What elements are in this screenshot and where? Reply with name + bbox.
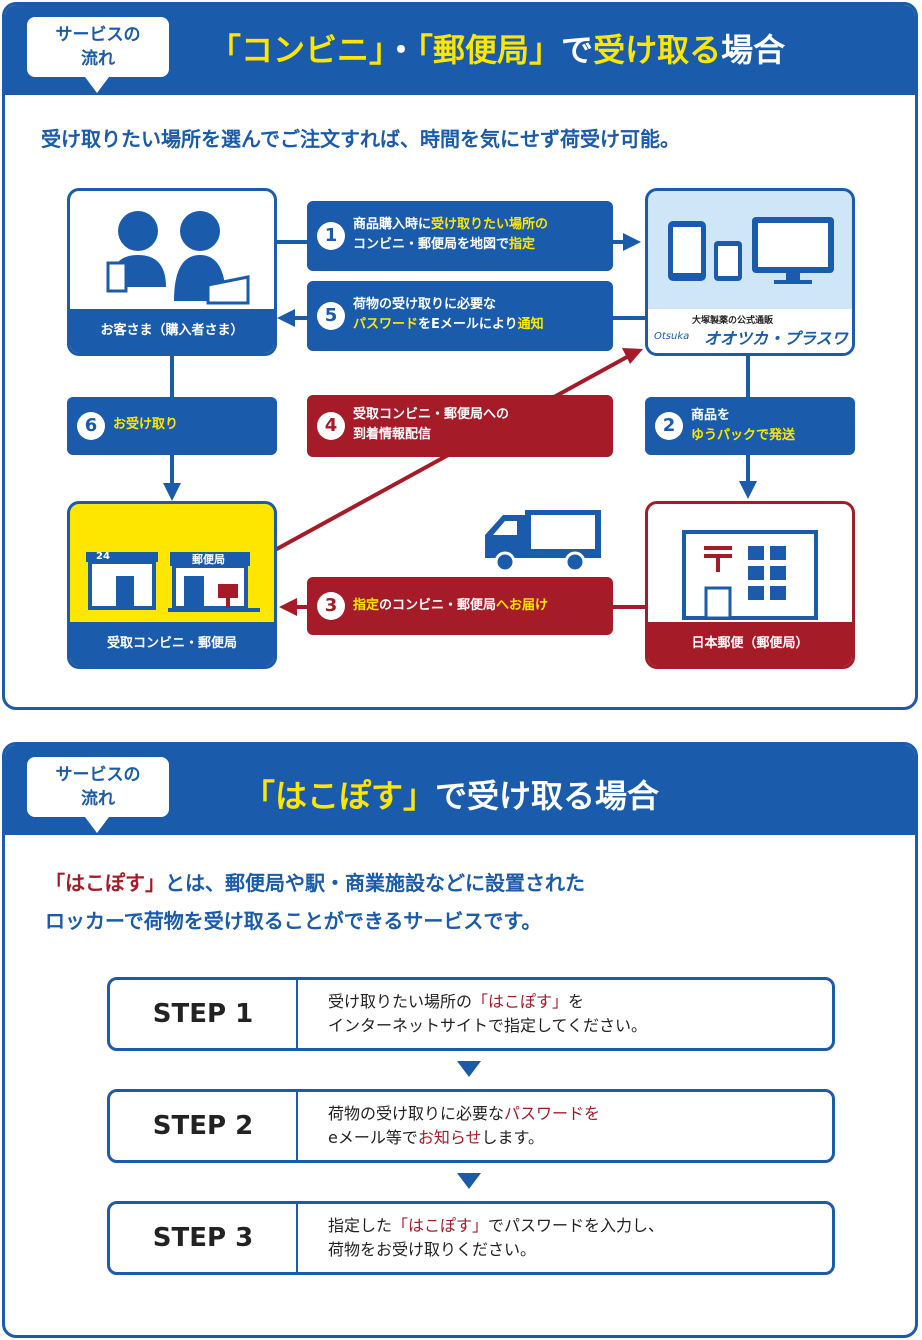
shop-brand-name: オオツカ・プラスワン: [704, 329, 848, 348]
step6-number: 6: [77, 412, 105, 440]
otsuka-logo: Otsuka: [654, 331, 690, 342]
step1-text: 受け取りたい場所の「はこぽす」を インターネットサイトで指定してください。: [328, 992, 648, 1035]
down-arrow-icon: [457, 1173, 481, 1189]
down-arrow-icon: [457, 1061, 481, 1077]
bubble-line2: 流れ: [81, 789, 115, 809]
post-office-box: 日本郵便（郵便局）: [645, 501, 855, 669]
bubble-line1: サービスの: [55, 765, 141, 785]
step4-number: 4: [317, 412, 345, 440]
service-flow-bubble: サービスの 流れ: [25, 755, 171, 833]
step6-label: 6 お受け取り: [67, 397, 277, 455]
store-label: 受取コンビニ・郵便局: [70, 622, 274, 666]
panel-title: 「はこぽす」で受け取る場合: [243, 777, 660, 815]
step1-title: STEP 1: [110, 980, 298, 1048]
shop-box: 大塚製薬の公式通販 Otsuka オオツカ・プラスワン: [645, 188, 855, 356]
step5-label: 5 荷物の受け取りに必要な パスワードをEメールにより通知: [307, 281, 613, 351]
step3-number: 3: [317, 592, 345, 620]
hakopos-step3: STEP 3 指定した「はこぽす」でパスワードを入力し、 荷物をお受け取りくださ…: [107, 1201, 835, 1275]
step2-text: 荷物の受け取りに必要なパスワードを eメール等でお知らせします。: [328, 1104, 601, 1147]
step3-title: STEP 3: [110, 1204, 298, 1272]
hakopos-flow-panel: サービスの 流れ 「はこぽす」で受け取る場合 「はこぽす」とは、郵便局や駅・商業…: [2, 742, 918, 1338]
bubble-line1: サービスの: [55, 25, 141, 45]
shop-brand: 大塚製薬の公式通販 Otsuka オオツカ・プラスワン: [648, 309, 852, 353]
store-24-sign: 24: [96, 551, 110, 562]
hakopos-step2: STEP 2 荷物の受け取りに必要なパスワードを eメール等でお知らせします。: [107, 1089, 835, 1163]
panel-title: 「コンビニ」・「郵便局」で受け取る場合: [209, 31, 786, 69]
post-office-icon: [682, 530, 818, 620]
step3-text: 指定した「はこぽす」でパスワードを入力し、 荷物をお受け取りください。: [328, 1216, 665, 1259]
konbini-post-flow-panel: サービスの 流れ 「コンビニ」・「郵便局」で受け取る場合 受け取りたい場所を選ん…: [2, 2, 918, 710]
devices-icon: [668, 217, 834, 284]
store-post-sign: 郵便局: [192, 553, 225, 566]
store-box: 24 郵便局 受取コンビニ・郵便局: [67, 501, 277, 669]
post-office-label: 日本郵便（郵便局）: [648, 622, 852, 666]
step2-number: 2: [655, 412, 683, 440]
service-flow-bubble: サービスの 流れ: [25, 15, 171, 93]
customer-label: お客さま（購入者さま）: [70, 309, 274, 353]
arrow-step1: [623, 233, 641, 251]
truck-icon: [485, 510, 601, 573]
arrow-step5: [277, 309, 295, 327]
step2-label: 2 商品を ゆうパックで発送: [645, 397, 855, 455]
customers-icon: [106, 211, 250, 305]
step1-number: 1: [317, 222, 345, 250]
arrow-step3: [279, 598, 297, 616]
step4-label: 4 受取コンビニ・郵便局への 到着情報配信: [307, 395, 613, 457]
arrow-step6: [163, 483, 181, 501]
hakopos-description-line1: 「はこぽす」とは、郵便局や駅・商業施設などに設置された: [45, 871, 585, 895]
hakopos-description-line2: ロッカーで荷物を受け取ることができるサービスです。: [45, 909, 542, 933]
bubble-line2: 流れ: [81, 49, 115, 69]
panel-subhead: 受け取りたい場所を選んでご注文すれば、時間を気にせず荷受け可能。: [41, 127, 680, 151]
hakopos-step1: STEP 1 受け取りたい場所の「はこぽす」を インターネットサイトで指定してく…: [107, 977, 835, 1051]
step2-title: STEP 2: [110, 1092, 298, 1160]
arrow-step2: [739, 481, 757, 499]
arrow-step4: [622, 348, 643, 364]
customer-box: お客さま（購入者さま）: [67, 188, 277, 356]
konbini-post-icon: [86, 552, 260, 612]
step1-label: 1 商品購入時に受け取りたい場所の コンビニ・郵便局を地図で指定: [307, 201, 613, 271]
step3-label: 3 指定のコンビニ・郵便局へお届け: [307, 577, 613, 635]
step5-number: 5: [317, 302, 345, 330]
